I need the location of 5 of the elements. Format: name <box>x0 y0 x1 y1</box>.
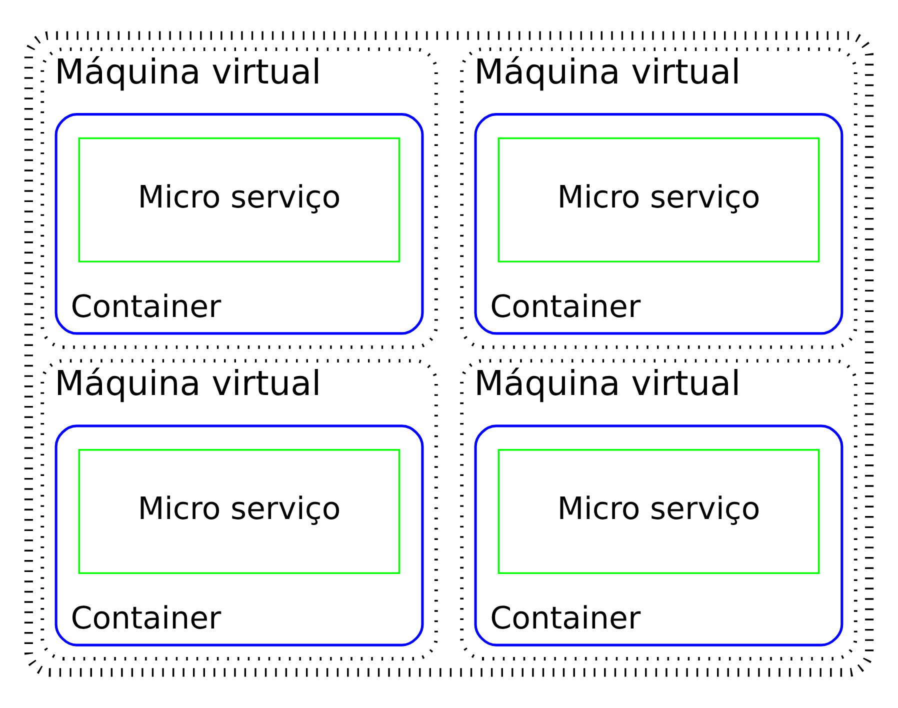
node-box: Micro serviço <box>78 137 400 262</box>
node-box: Micro serviço <box>78 449 400 574</box>
node-box: Micro serviço <box>498 137 820 262</box>
cluster <box>24 31 874 677</box>
node-box: Micro serviço <box>498 449 820 574</box>
